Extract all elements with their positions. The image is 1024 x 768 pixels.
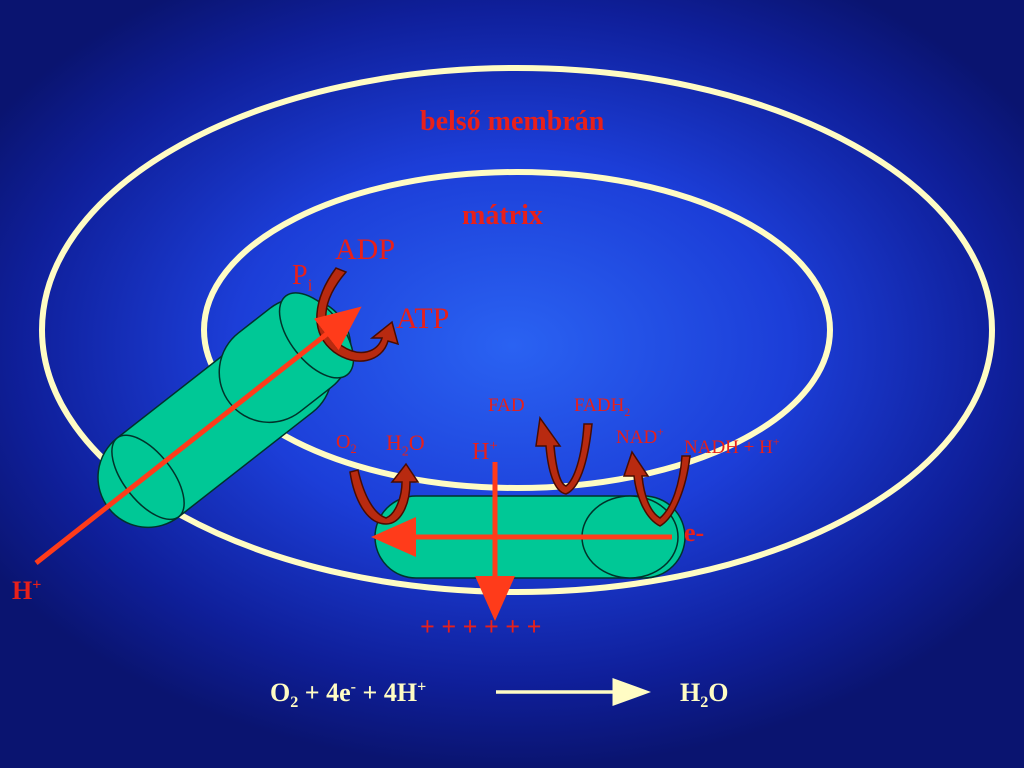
- o2-label: O2: [336, 431, 357, 456]
- equation-product: H2O: [680, 678, 729, 712]
- h-plus-left-label: H+: [12, 576, 42, 605]
- proton-gradient-plus-row: + + + + + +: [420, 612, 542, 641]
- proton-arrows: [34, 306, 672, 621]
- h-plus-center-label: H+: [472, 438, 498, 465]
- nad-plus-label: NAD+: [616, 425, 664, 448]
- proton-through-synthase-arrow: [34, 306, 362, 565]
- outer-membrane-ellipse: [39, 65, 995, 595]
- equation-reactants: O2 + 4e- + 4H+: [270, 678, 427, 712]
- inner-membrane-label: belső membrán: [420, 106, 605, 137]
- nadh-h-label: NADH + H+: [684, 435, 780, 458]
- o2-h2o-curved-arrow: [349, 462, 420, 525]
- fadh2-label: FADH2: [574, 395, 631, 419]
- inner-membrane-ellipse: [201, 169, 833, 491]
- curved-arrows: [316, 267, 691, 527]
- fadh2-fad-curved-arrow: [535, 416, 593, 495]
- pi-label: Pi: [292, 260, 313, 295]
- matrix-label: mátrix: [462, 200, 543, 231]
- electron-label: e-: [684, 518, 705, 547]
- adp-label: ADP: [335, 233, 396, 266]
- nadh-nad-curved-arrow: [622, 450, 691, 527]
- fad-label: FAD: [488, 395, 525, 416]
- atp-label: ATP: [396, 302, 450, 335]
- h2o-label: H2O: [386, 430, 425, 459]
